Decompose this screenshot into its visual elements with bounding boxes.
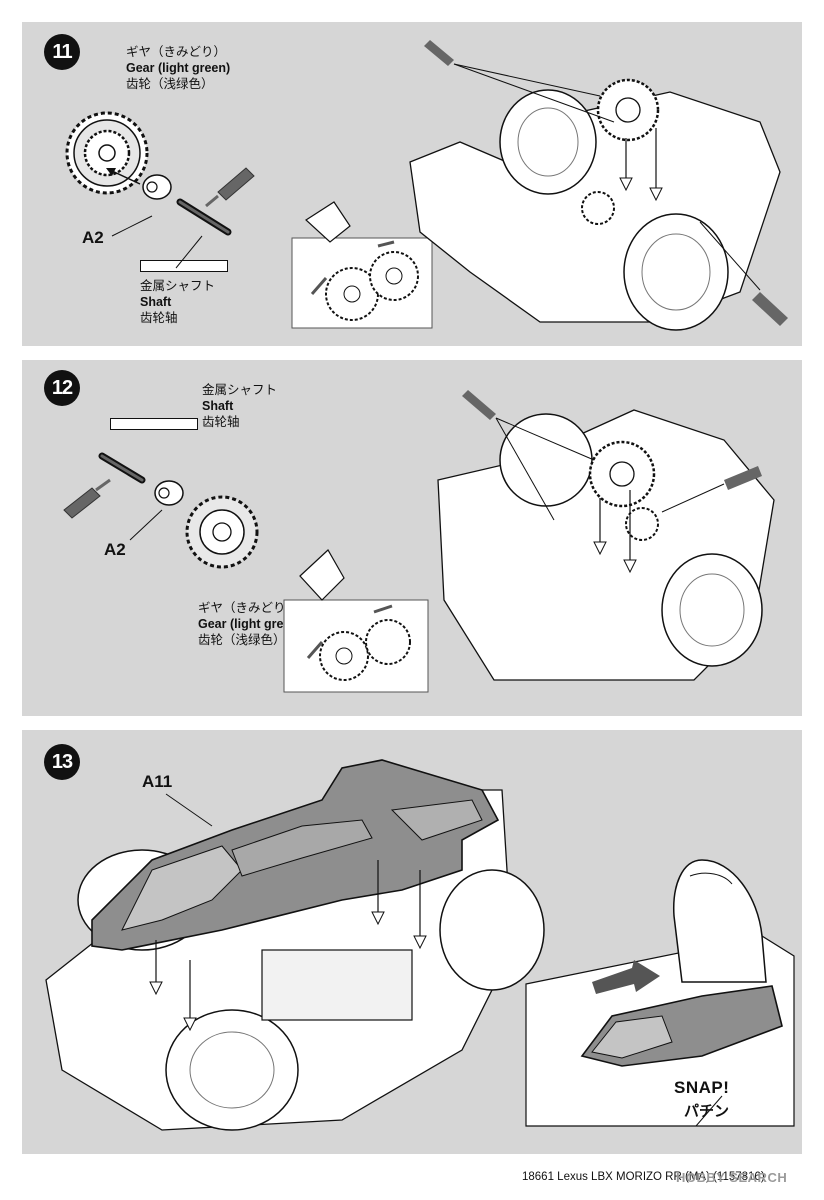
gear-label-en: Gear (light green) [126, 61, 231, 75]
leader-line [129, 509, 163, 541]
shaft-icon [176, 198, 232, 236]
snap-label-jp: パチン [684, 1103, 730, 1120]
gear-icon [65, 111, 149, 195]
shaft-label-jp: 金属シャフト [140, 279, 216, 293]
gear-label-zh: 齿轮（浅绿色） [198, 633, 286, 647]
bushing-icon [154, 480, 184, 506]
part-label: A2 [82, 228, 104, 247]
gear-grease-detail [291, 201, 433, 329]
gear-icon [185, 495, 259, 569]
gear-label: ギヤ（きみどり） Gear (light green) 齿轮（浅绿色） [126, 44, 230, 92]
part-label: A2 [104, 540, 126, 559]
leader-line [165, 793, 213, 827]
chassis-drawing [437, 390, 775, 681]
grease-tube-icon [63, 478, 111, 519]
gear-label: ギヤ（きみどり） Gear (light green) 齿轮（浅绿色） [198, 600, 302, 648]
gear-label-jp: ギヤ（きみどり） [198, 601, 299, 615]
step-13-panel: 13 A11 SNAP! パチン [22, 730, 802, 1154]
leader-line [111, 215, 153, 237]
grease-tube-icon [205, 167, 255, 208]
gear-label-zh: 齿轮（浅绿色） [126, 77, 214, 91]
shaft-label-en: Shaft [202, 399, 234, 413]
part-label: A11 [142, 772, 173, 791]
snap-label: SNAP! [674, 1078, 730, 1097]
cover-assembly-drawing [45, 759, 545, 1131]
shaft-icon [98, 452, 146, 484]
watermark: HOBBY SEARCH [676, 1170, 788, 1185]
shaft-label: 金属シャフト Shaft 齿轮轴 [140, 278, 215, 326]
step-12-panel: 12 金属シャフト Shaft 齿轮轴 A2 ギヤ（きみどり） Gear (li… [22, 360, 802, 716]
shaft-size-guide [140, 260, 228, 272]
shaft-label: 金属シャフト Shaft 齿轮轴 [202, 382, 277, 430]
shaft-label-en: Shaft [140, 295, 172, 309]
shaft-label-zh: 齿轮轴 [140, 311, 178, 325]
step-11-panel: 11 ギヤ（きみどり） Gear (light green) 齿轮（浅绿色） A… [22, 22, 802, 346]
step-number: 12 [44, 370, 80, 406]
arrow-icon [106, 168, 141, 185]
gear-label-jp: ギヤ（きみどり） [126, 45, 227, 59]
chassis-drawing [409, 40, 788, 331]
shaft-label-jp: 金属シャフト [202, 383, 278, 397]
finger-icon [673, 859, 767, 983]
step-number: 13 [44, 744, 80, 780]
bushing-icon [142, 174, 172, 200]
leader-line [175, 235, 203, 269]
step-number: 11 [44, 34, 80, 70]
gear-grease-detail [283, 549, 429, 693]
footer-text: 18661 Lexus LBX MORIZO RR (MA) (1157816) [522, 1171, 765, 1183]
snap-detail [525, 935, 795, 1127]
shaft-label-zh: 齿轮轴 [202, 415, 240, 429]
shaft-size-guide [110, 418, 198, 430]
gear-label-en: Gear (light green) [198, 617, 303, 631]
